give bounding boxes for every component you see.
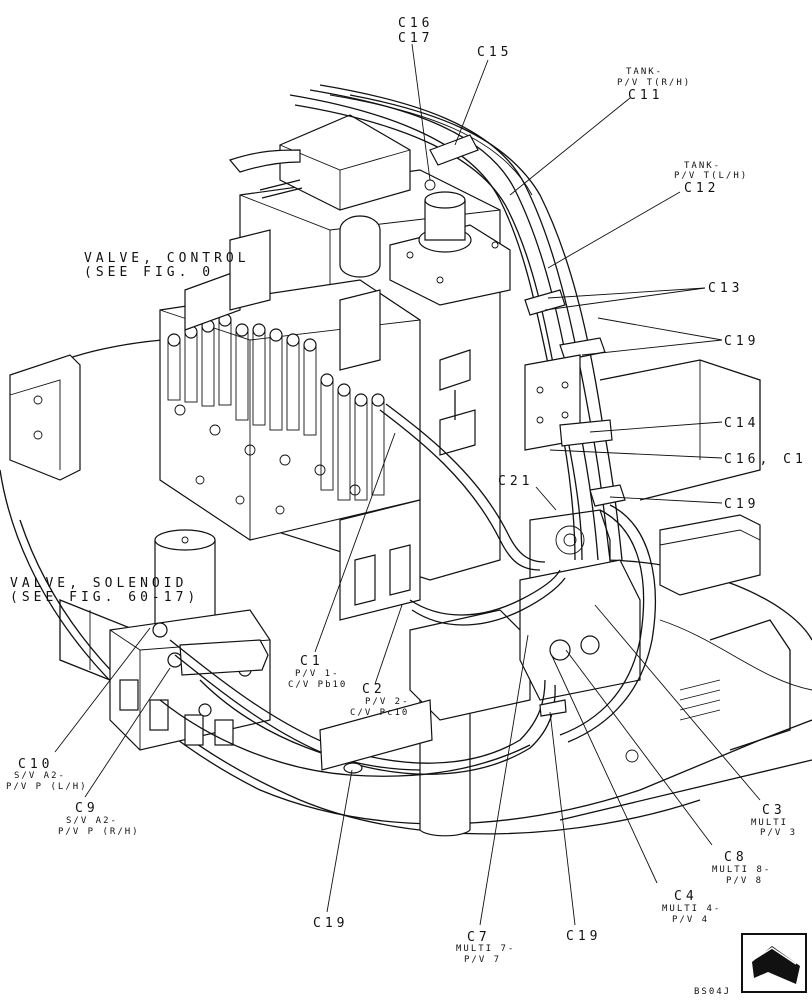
callout-labels: C16 C17 C15 TANK- P/V T(R/H) C11 TANK- P… — [6, 16, 807, 997]
label-c9: C9 — [75, 801, 99, 816]
label-c9-desc-2: P/V P (R/H) — [58, 827, 140, 837]
label-valve-solenoid-2: (SEE FIG. 60-17) — [10, 590, 199, 605]
label-c8: C8 — [724, 850, 748, 865]
diagram-code: BS04J — [694, 987, 731, 997]
label-c19-a: C19 — [724, 334, 759, 349]
next-page-arrow-icon[interactable] — [741, 933, 807, 993]
label-c12-desc-2: P/V T(L/H) — [674, 171, 748, 181]
label-c12-desc-1: TANK- — [684, 161, 721, 171]
label-c1-desc-1: P/V 1- — [295, 669, 340, 679]
label-c3-desc-2: P/V 3 — [760, 828, 797, 838]
label-c10: C10 — [18, 757, 53, 772]
label-c4-desc-1: MULTI 4- — [662, 904, 721, 914]
swivel-joint — [154, 509, 641, 837]
label-c19-d: C19 — [566, 929, 601, 944]
label-c11-desc-2: P/V T(R/H) — [617, 78, 691, 88]
label-c13: C13 — [708, 281, 743, 296]
label-c19-b: C19 — [724, 497, 759, 512]
label-valve-control-1: VALVE, CONTROL — [84, 251, 250, 266]
label-c17-top: C17 — [398, 31, 433, 46]
label-c11-desc-1: TANK- — [626, 67, 663, 77]
label-c14: C14 — [724, 416, 759, 431]
label-c3: C3 — [762, 803, 786, 818]
label-c16-c17: C16, C1 — [724, 452, 807, 467]
label-c4-desc-2: P/V 4 — [672, 915, 709, 925]
label-c1-desc-2: C/V Pb10 — [288, 680, 347, 690]
label-c10-desc-1: S/V A2- — [14, 771, 66, 781]
label-c15: C15 — [477, 45, 512, 60]
label-c8-desc-2: P/V 8 — [726, 876, 763, 886]
label-c2: C2 — [362, 682, 386, 697]
label-c1: C1 — [300, 654, 324, 669]
label-c19-c: C19 — [313, 916, 348, 931]
label-c2-desc-2: C/V Pc10 — [350, 708, 409, 718]
label-valve-control-2: (SEE FIG. 0 — [84, 265, 214, 280]
label-c8-desc-1: MULTI 8- — [712, 865, 771, 875]
label-c7: C7 — [467, 930, 491, 945]
solenoid-valve-block — [109, 609, 271, 751]
label-c12: C12 — [684, 181, 719, 196]
label-c10-desc-2: P/V P (L/H) — [6, 782, 88, 792]
hose-bundle — [159, 84, 656, 777]
label-c2-desc-1: P/V 2- — [365, 697, 410, 707]
label-c11: C11 — [628, 88, 663, 103]
label-c7-desc-2: P/V 7 — [464, 955, 501, 965]
label-c16-top: C16 — [398, 16, 433, 31]
label-c21: C21 — [498, 474, 533, 489]
control-valve-stack — [159, 229, 421, 621]
hose-clamps — [319, 134, 626, 774]
label-c3-desc-1: MULTI — [751, 818, 788, 828]
label-valve-solenoid-1: VALVE, SOLENOID — [10, 576, 187, 591]
label-c9-desc-1: S/V A2- — [66, 816, 118, 826]
label-c7-desc-1: MULTI 7- — [456, 944, 515, 954]
leader-lines — [54, 43, 761, 926]
label-c4: C4 — [674, 889, 698, 904]
